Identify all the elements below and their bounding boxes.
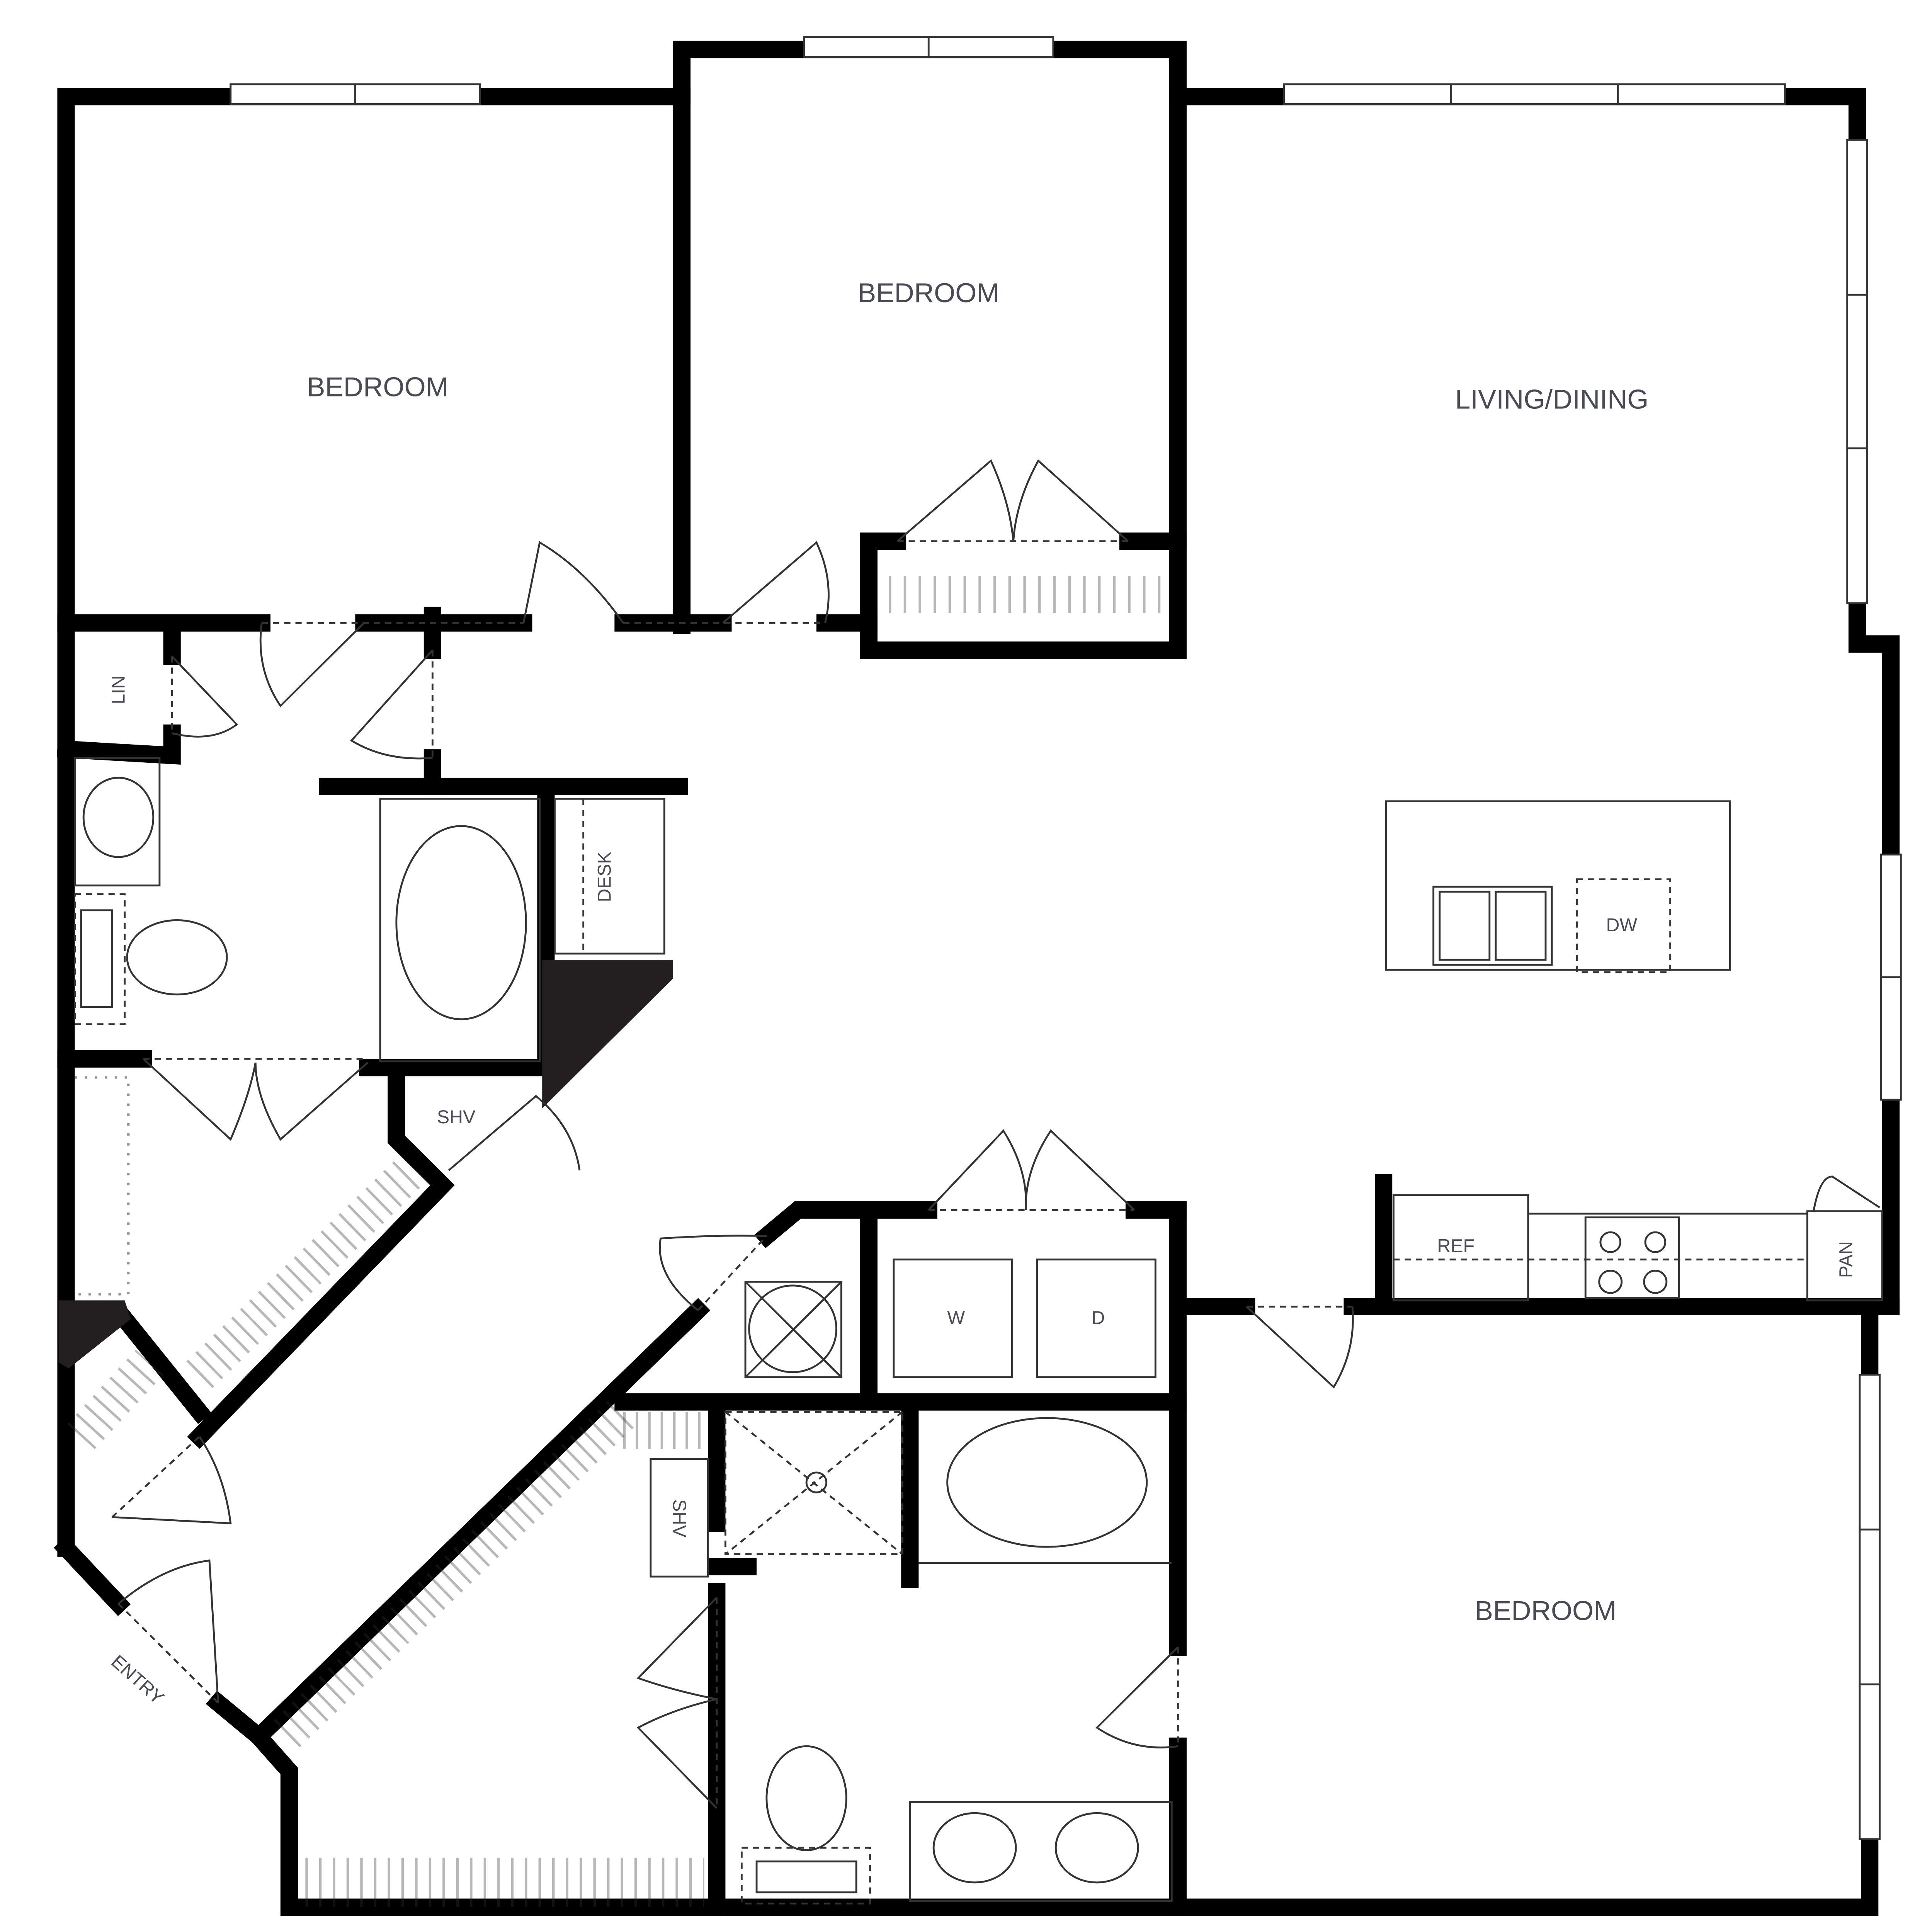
pantry — [1806, 1210, 1883, 1301]
entry-label: ENTRY — [107, 1651, 168, 1708]
dishwasher-label: DW — [1606, 915, 1637, 935]
shower — [724, 1411, 903, 1555]
washer — [893, 1259, 1013, 1378]
fixtures — [74, 757, 1883, 1905]
kitchen-sink — [1432, 886, 1553, 966]
dryer — [1036, 1259, 1156, 1378]
room-label-living-dining: LIVING/DINING — [1455, 384, 1649, 415]
refrigerator — [1393, 1194, 1529, 1301]
room-label-bedroom-1: BEDROOM — [307, 372, 449, 402]
room-label-bedroom-2: BEDROOM — [858, 277, 1000, 308]
shelving-label-2: SHV — [669, 1499, 690, 1537]
bathtub — [379, 798, 541, 1063]
shelving-label: SHV — [437, 1107, 475, 1128]
kitchen-island — [1385, 800, 1731, 971]
labels: BEDROOM BEDROOM LIVING/DINING BEDROOM LI… — [107, 277, 1856, 1708]
linen-label: LIN — [108, 675, 129, 704]
shelving — [650, 1458, 709, 1578]
water-heater — [744, 1281, 842, 1378]
wall-chase — [58, 1300, 131, 1369]
walls — [54, 41, 1900, 1916]
dryer-label: D — [1091, 1307, 1105, 1328]
pantry-label: PAN — [1835, 1241, 1856, 1278]
washer-label: W — [947, 1307, 965, 1328]
toilet-master — [765, 1745, 847, 1851]
refrigerator-label: REF — [1437, 1236, 1475, 1257]
vanity-sink — [74, 757, 161, 887]
closet-rods — [67, 576, 1168, 1907]
range — [1584, 1216, 1680, 1299]
double-vanity — [909, 1801, 1173, 1902]
windows — [230, 36, 1902, 1840]
desk-area — [554, 798, 665, 955]
doors — [111, 459, 1880, 1809]
bathtub-master — [946, 1417, 1148, 1548]
toilet — [74, 893, 126, 1026]
room-label-bedroom-3: BEDROOM — [1475, 1595, 1617, 1626]
dishwasher — [1576, 878, 1671, 973]
desk-label: DESK — [594, 852, 615, 902]
wall-chase — [542, 959, 673, 1109]
